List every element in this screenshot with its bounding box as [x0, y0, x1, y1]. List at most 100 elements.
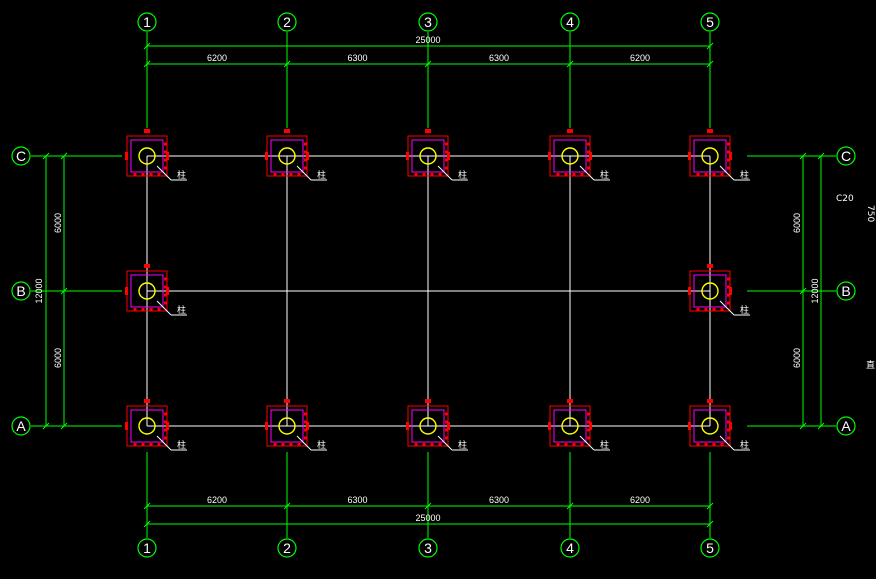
footing-tab — [447, 152, 450, 160]
grid-bubble-label: 1 — [143, 14, 151, 30]
rebar-mark — [141, 173, 145, 176]
edge-char-note: 直 — [866, 359, 875, 371]
bottom-spans-dim-tick — [143, 502, 151, 510]
top-spans-dim-tick — [283, 60, 291, 68]
grid-bubble-circle — [700, 12, 720, 32]
rebar-mark — [572, 443, 576, 446]
footing-tab — [265, 152, 268, 160]
top-total-dim-label: 25000 — [415, 35, 440, 45]
footing-tab — [688, 152, 691, 160]
footing-tab — [589, 422, 592, 430]
rebar-mark — [564, 443, 568, 446]
grid-bubble-circle — [560, 12, 580, 32]
footing-tab — [707, 399, 713, 403]
rebar-mark — [720, 173, 724, 176]
top-span-dim-label: 6300 — [347, 53, 367, 63]
footing-tab — [125, 152, 128, 160]
bottom-total-dim-tick — [143, 520, 151, 528]
rebar-mark — [273, 443, 277, 446]
column-circle — [419, 147, 437, 165]
rebar-mark — [727, 436, 730, 440]
rebar-mark — [587, 166, 590, 170]
rebar-mark — [445, 412, 448, 416]
column-label: 柱 — [177, 169, 186, 181]
footing-tab — [729, 287, 732, 295]
rebar-mark — [273, 173, 277, 176]
bottom-span-dim-label: 6300 — [489, 495, 509, 505]
footing-tab — [166, 152, 169, 160]
footing-tab — [306, 422, 309, 430]
top-total-dim-tick — [143, 42, 151, 50]
rebar-mark — [304, 428, 307, 432]
footing-tab — [589, 152, 592, 160]
footing-inner — [270, 139, 304, 173]
grid-bubble-bottom-1: 1 — [137, 538, 157, 558]
rebar-mark — [720, 308, 724, 311]
label-leader — [437, 435, 453, 451]
column-footing-C4: 柱 — [548, 129, 610, 181]
column-label: 柱 — [600, 169, 609, 181]
grid-bubble-label: 4 — [566, 14, 574, 30]
footing-tab — [406, 422, 409, 430]
footing-tab — [707, 129, 713, 133]
column-footing-A3: 柱 — [406, 399, 468, 451]
rebar-mark — [727, 412, 730, 416]
rebar-mark — [289, 443, 293, 446]
rebar-mark — [304, 142, 307, 146]
rebar-mark — [141, 443, 145, 446]
top-span-dim-label: 6300 — [489, 53, 509, 63]
rebar-mark — [727, 301, 730, 305]
rebar-mark — [164, 301, 167, 305]
column-label: 柱 — [600, 439, 609, 451]
column-footing-A4: 柱 — [548, 399, 610, 451]
rebar-mark — [157, 443, 161, 446]
bottom-spans-dim-tick — [706, 502, 714, 510]
footing-tab — [144, 399, 150, 403]
bottom-span-dim-label: 6200 — [630, 495, 650, 505]
rebar-mark — [727, 428, 730, 432]
column-circle — [138, 282, 156, 300]
rebar-mark — [727, 150, 730, 154]
grid-bubble-label: C — [841, 148, 851, 164]
grid-bubble-circle — [836, 146, 856, 166]
grid-bubble-circle — [137, 538, 157, 558]
rebar-mark — [133, 173, 137, 176]
right-span-dim-label: 6000 — [792, 348, 802, 368]
top-spans-dim-tick — [143, 60, 151, 68]
rebar-mark — [149, 308, 153, 311]
footing-inner — [693, 409, 727, 443]
rebar-mark — [580, 173, 584, 176]
rebar-mark — [164, 412, 167, 416]
rebar-mark — [157, 173, 161, 176]
footing-tab — [548, 422, 551, 430]
rebar-mark — [587, 142, 590, 146]
grid-bubble-circle — [418, 538, 438, 558]
bottom-spans-dim-tick — [424, 502, 432, 510]
column-footing-C5: 柱 — [688, 129, 750, 181]
top-span-dim-label: 6200 — [630, 53, 650, 63]
footing-tab — [425, 129, 431, 133]
grid-bubble-circle — [560, 538, 580, 558]
footing-inner — [130, 409, 164, 443]
footing-inner — [553, 409, 587, 443]
footing-tab — [688, 287, 691, 295]
rebar-mark — [438, 173, 442, 176]
top-span-dim-label: 6200 — [207, 53, 227, 63]
column-circle — [561, 417, 579, 435]
rebar-mark — [587, 420, 590, 424]
grid-bubble-label: 3 — [424, 540, 432, 556]
grid-bubble-label: 1 — [143, 540, 151, 556]
rebar-mark — [696, 443, 700, 446]
grid-bubble-circle — [836, 281, 856, 301]
column-circle — [138, 147, 156, 165]
grid-bubble-label: 5 — [706, 540, 714, 556]
footing-tab — [447, 422, 450, 430]
rebar-mark — [164, 293, 167, 297]
column-circle — [701, 417, 719, 435]
label-leader — [579, 435, 595, 451]
grid-bubble-bottom-3: 3 — [418, 538, 438, 558]
grid-bubble-circle — [137, 12, 157, 32]
edge-number-note: 750 — [865, 205, 875, 222]
rebar-mark — [445, 142, 448, 146]
rebar-mark — [164, 150, 167, 154]
